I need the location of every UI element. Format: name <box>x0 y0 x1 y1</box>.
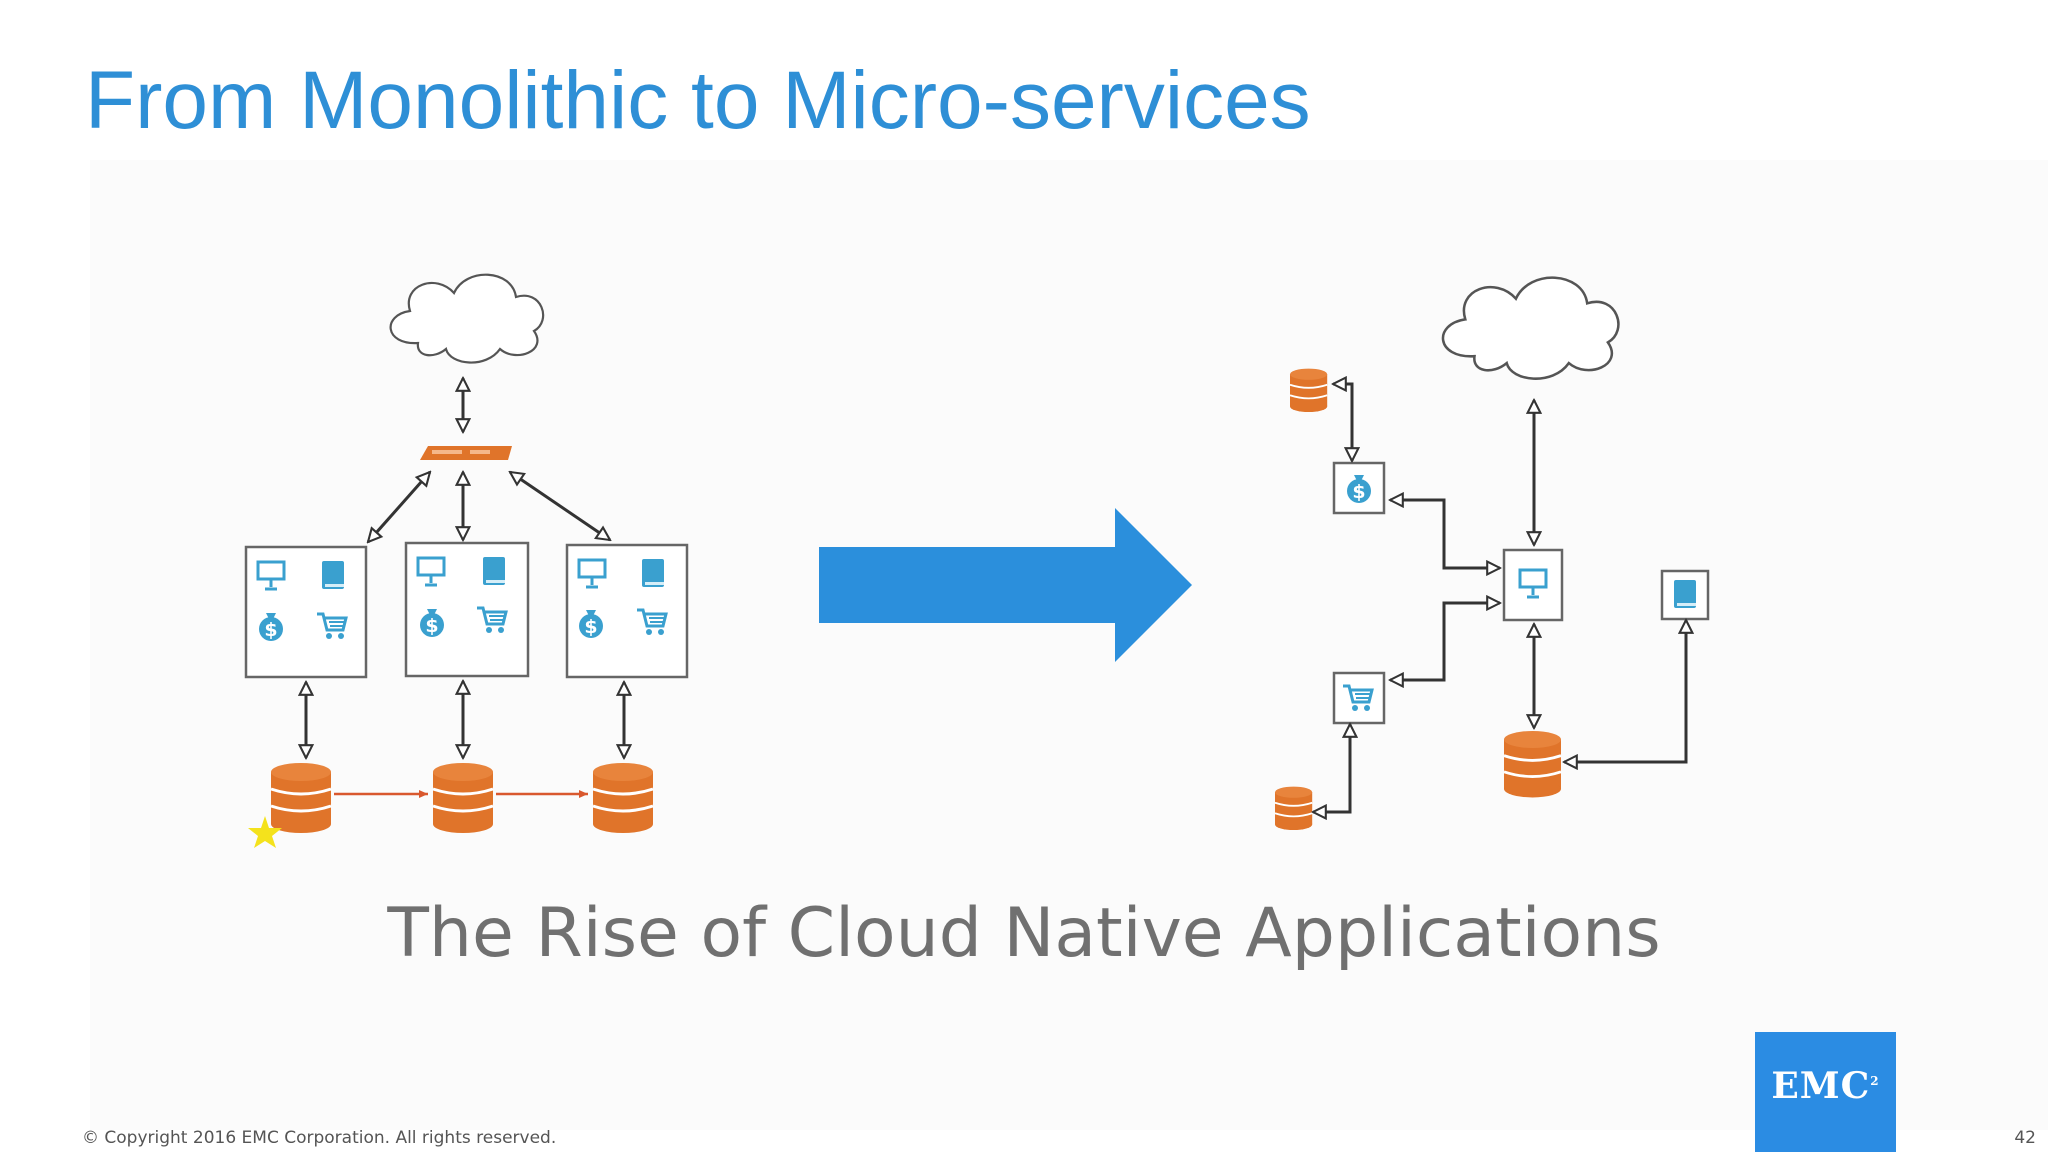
monolith-app-box <box>244 545 368 679</box>
monolithic-diagram <box>244 273 689 848</box>
webui-cart-arrow <box>1390 603 1500 680</box>
slide-subtitle: The Rise of Cloud Native Applications <box>387 894 1661 973</box>
slide-title: From Monolithic to Micro-services <box>85 55 1311 146</box>
load-balancer-icon <box>420 446 512 460</box>
monolith-app-box <box>404 541 530 678</box>
lb-app3-arrow <box>510 472 610 540</box>
copyright-notice: © Copyright 2016 EMC Corporation. All ri… <box>82 1128 557 1148</box>
cart-db-arrow <box>1313 724 1350 812</box>
catalog-icon <box>1674 580 1696 608</box>
primary-database-icon <box>269 761 333 835</box>
web-ui-service <box>1502 548 1564 622</box>
logo-text: EMC2 <box>1771 1065 1879 1107</box>
diagram-background <box>90 160 2048 1130</box>
catalog-service <box>1660 569 1710 621</box>
page-number: 42 <box>2014 1128 2036 1148</box>
logo-superscript: 2 <box>1870 1074 1880 1088</box>
logo-wordmark: EMC <box>1771 1065 1871 1107</box>
cart-service <box>1332 671 1386 725</box>
replica-database-icon <box>591 761 655 835</box>
replica-database-icon <box>431 761 495 835</box>
catalog-icon <box>322 561 344 589</box>
emc-logo: EMC2 <box>1755 1032 1896 1152</box>
billing-service <box>1332 461 1386 515</box>
webui-billing-arrow <box>1390 500 1500 568</box>
catalog-db-arrow <box>1564 620 1686 762</box>
billing-database-icon <box>1289 367 1329 413</box>
star-icon <box>248 816 282 848</box>
billing-db-arrow <box>1333 384 1352 461</box>
monolith-app-box <box>565 543 689 679</box>
microservices-diagram <box>1274 276 1710 831</box>
webui-database-icon <box>1502 729 1563 799</box>
catalog-icon <box>642 559 664 587</box>
catalog-icon <box>483 557 505 585</box>
cart-database-icon <box>1274 785 1314 831</box>
transition-arrow-icon <box>819 508 1192 662</box>
lb-app1-arrow <box>368 472 430 542</box>
